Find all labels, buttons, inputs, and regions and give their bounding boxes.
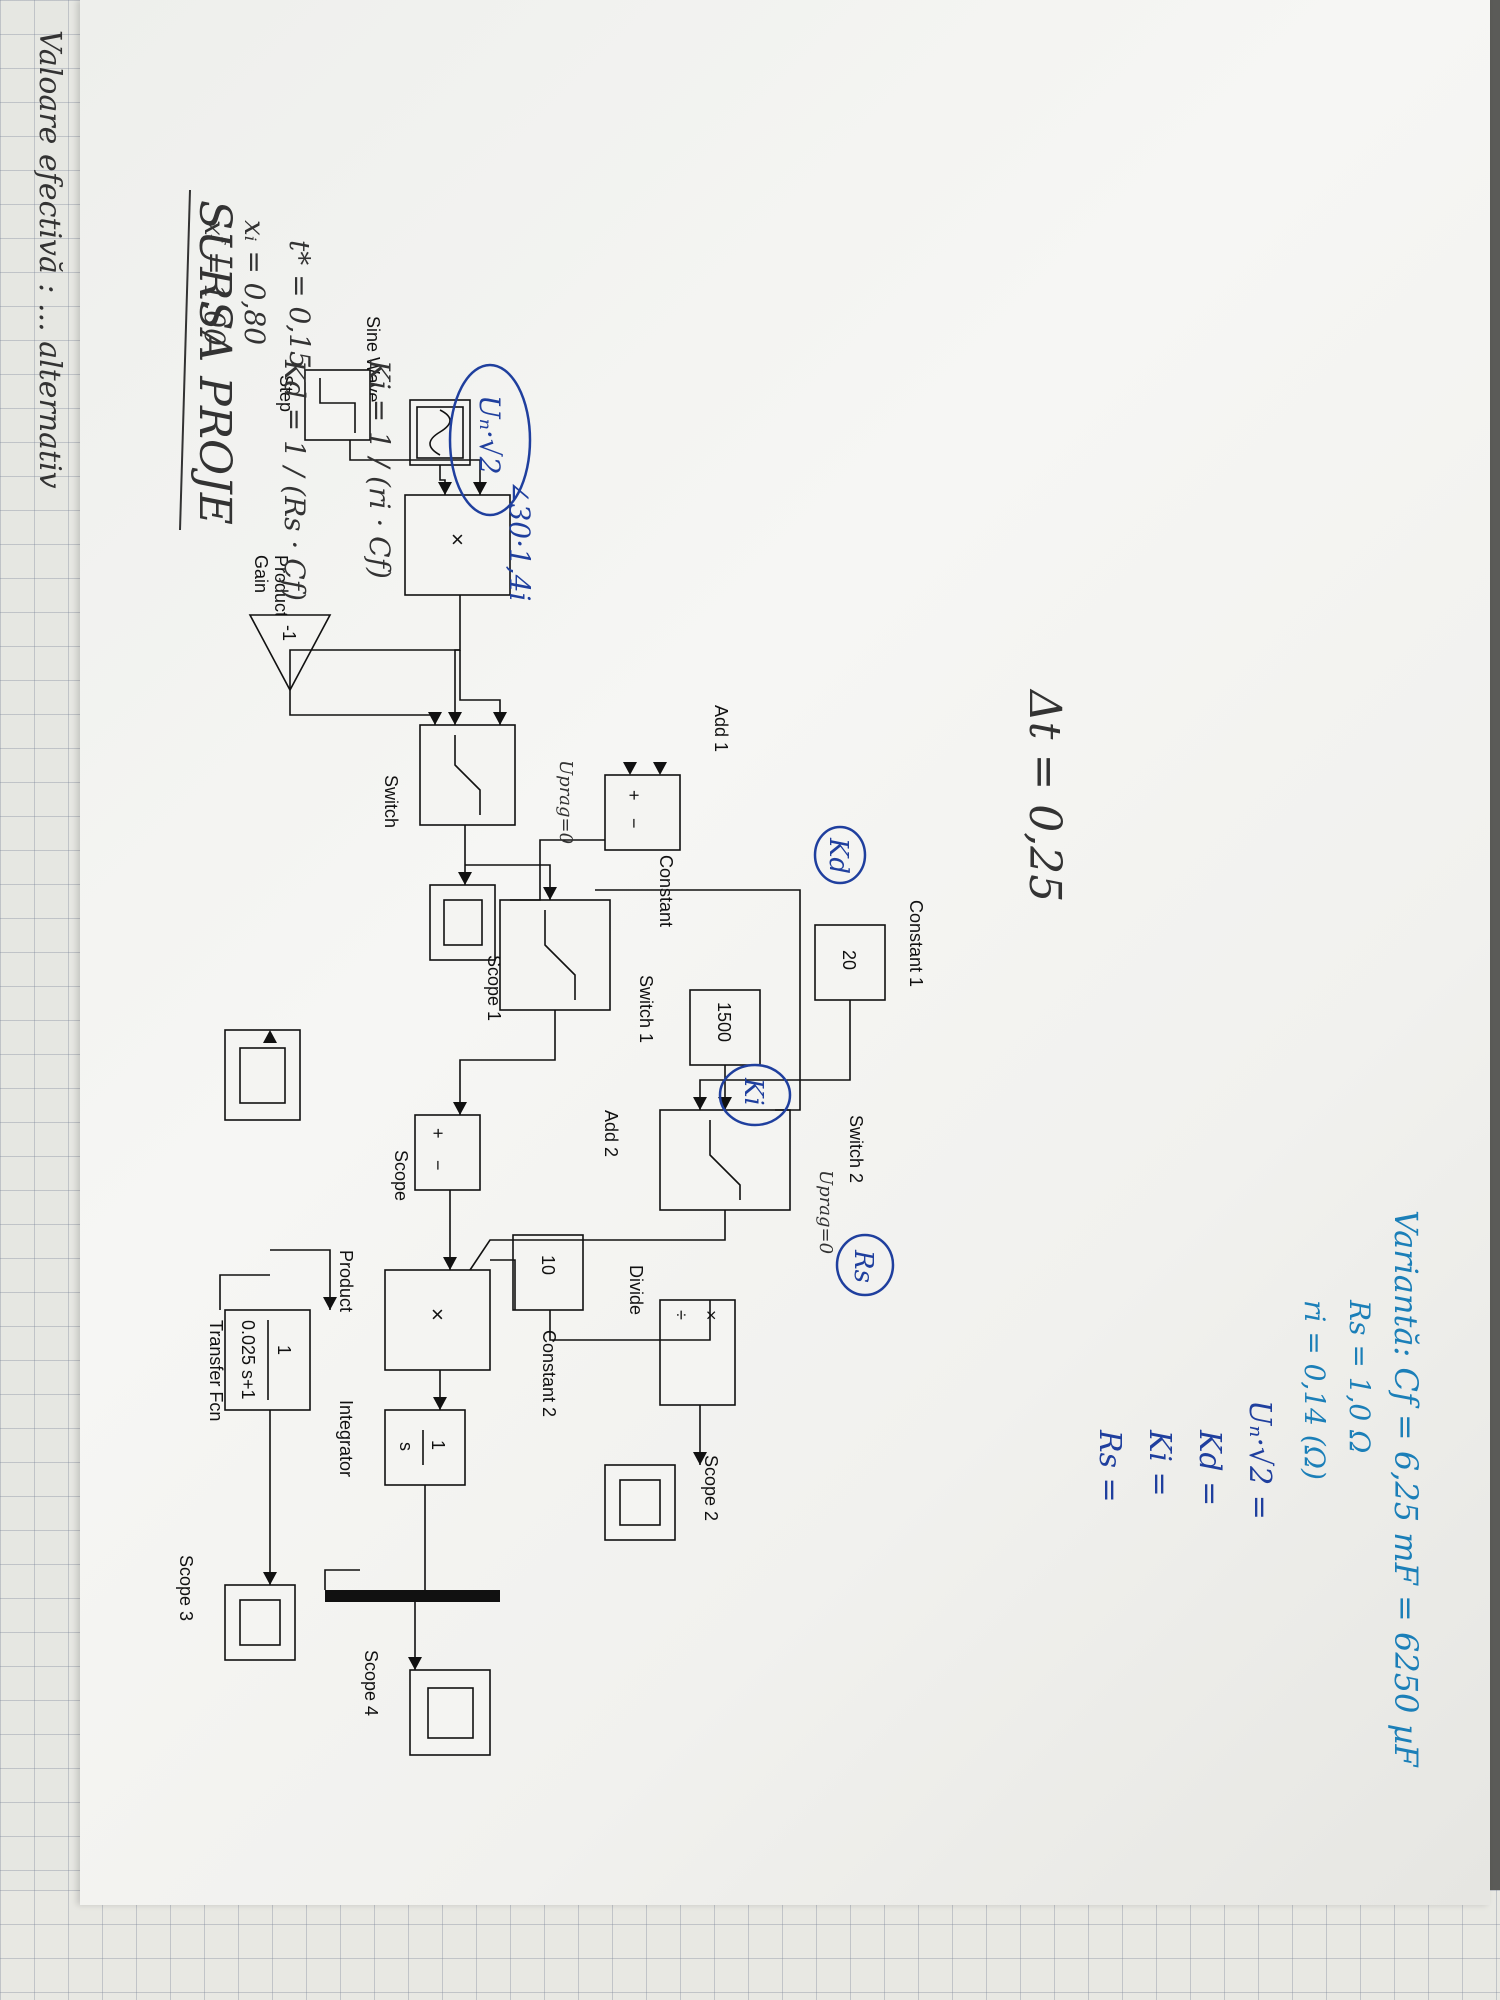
multiply-icon: × [445,533,470,546]
rs-circle [835,1233,895,1297]
bottom-un: Uₙ·√2 = [1242,1400,1277,1520]
divide-icon: ÷ [671,1310,691,1320]
integrator-num: 1 [428,1440,448,1450]
scope4-label: Scope 4 [361,1650,381,1716]
scope3-label: Scope 3 [176,1555,196,1621]
bottom-ki: Ki = [1142,1429,1177,1497]
gain-value: -1 [279,625,299,641]
add2-label: Add 2 [601,1110,621,1157]
constant2-label: Constant 2 [539,1330,559,1417]
bottom-rs: Rs = [1092,1429,1127,1503]
handwritten-notes: SURSA PROJE Δt = 0,25 t* = 0,15 xᵢ = 0,8… [32,30,1425,1768]
transfer-den: 0.025 s+1 [238,1320,258,1400]
add2-block[interactable]: + − Add 2 [414,1110,621,1191]
kd-circle-text: Kd [823,837,853,874]
multiply-icon: × [425,1308,450,1321]
variant-line3: ri = 0,14 (Ω) [1298,1300,1331,1480]
scope1-block[interactable]: Scope 1 [429,884,504,1021]
constant1-value: 20 [839,950,859,970]
param-xf: xᶠ = 1,00 [198,220,231,346]
switch1-label: Switch 1 [636,975,656,1043]
constant-label: Constant [656,855,676,927]
scope2-block[interactable]: Scope 2 [604,1455,721,1541]
scope-block[interactable]: Scope [224,1029,411,1201]
switch2-icon [709,1120,741,1200]
constant1-block[interactable]: 20 Constant 1 [814,900,926,1001]
minus-sign: − [428,1160,448,1171]
add1-block[interactable]: + − Add 1 [604,705,731,851]
plus-sign: + [428,1128,448,1139]
scope4-block[interactable]: Scope 4 [361,1650,491,1756]
switch1-block[interactable]: Switch 1 [499,899,656,1043]
rs-circle-text: Rs [848,1249,878,1283]
constant1-label: Constant 1 [906,900,926,987]
divide-block[interactable]: × ÷ Divide [626,1265,736,1406]
product1-label: Product 1 [271,555,291,632]
plus-sign: + [624,790,644,801]
integrator-label: Integrator [336,1400,356,1477]
scope1-label: Scope 1 [484,955,504,1021]
bottom-note: Valoare efectivă : ... alternativ [32,30,67,489]
gain-label: Gain [251,555,271,593]
switch2-block[interactable]: Switch 2 [659,1109,866,1211]
add1-label: Add 1 [711,705,731,752]
transfer-fcn-block[interactable]: 1 0.025 s+1 Transfer Fcn [206,1309,311,1421]
constant2-value: 10 [538,1255,558,1275]
integrator-den: s [396,1442,416,1451]
sine-angle: ∠30·1,4i [503,480,536,601]
param-xi: xᵢ = 0,80 [238,220,271,345]
simulink-diagram: Sine Wave Step × Product 1 -1 Gain Switc… [176,316,926,1756]
product-block[interactable]: × Product [336,1250,491,1371]
ki-circle [718,1063,792,1127]
switch2-label: Switch 2 [846,1115,866,1183]
sine-circle [448,363,532,517]
paper-sheet [80,0,1490,1905]
transfer-num: 1 [274,1345,294,1355]
kd-formula: Kd = 1 / (Rs · Cf) [278,359,311,601]
arrowheads [263,482,732,1670]
ki-circle-text: Ki [738,1077,768,1106]
switch1-icon [544,910,576,1000]
sine-note: Uₙ·√2 [473,395,506,475]
step-icon [319,378,356,433]
transfer-fcn-label: Transfer Fcn [206,1320,226,1421]
uprag2-note: Uprag=0 [815,1170,836,1254]
signal-lines [219,440,851,1670]
integrator-block[interactable]: 1 s Integrator [336,1400,466,1486]
scope2-label: Scope 2 [701,1455,721,1521]
dt-text: Δt = 0,25 [1019,688,1070,902]
switch-icon [454,735,481,815]
sine-wave-icon [429,409,451,456]
multiply-icon: × [701,1310,721,1321]
graph-paper-bottom [0,1890,1500,2000]
variant-line1: Variantă: Cf = 6,25 mF = 6250 µF [1387,1210,1425,1768]
param-t: t* = 0,15 [283,240,316,369]
switch-block[interactable]: Switch [381,724,516,828]
graph-paper-left [0,0,95,2000]
kd-circle [813,825,867,885]
mux-bar [325,1590,500,1602]
variant-line2: Rs = 1,0 Ω [1343,1299,1376,1453]
title-text: SURSA PROJE [189,200,240,525]
scope-label: Scope [391,1150,411,1201]
product-label: Product [336,1250,356,1312]
step-block[interactable]: Step [276,369,371,441]
product1-block[interactable]: × Product 1 [271,494,511,632]
constant-block[interactable]: 1500 Constant [656,855,761,1066]
constant-value: 1500 [714,1002,734,1042]
ki-formula: Ki = 1 / (ri · Cf) [363,359,396,579]
scope3-block[interactable]: Scope 3 [176,1555,296,1661]
bottom-kd: Kd = [1192,1429,1227,1506]
divide-label: Divide [626,1265,646,1315]
uprag1-note: Uprag=0 [555,760,576,844]
minus-sign: − [624,818,644,829]
switch-label: Switch [381,775,401,828]
constant2-block[interactable]: 10 Constant 2 [512,1234,584,1417]
step-label: Step [276,375,296,412]
